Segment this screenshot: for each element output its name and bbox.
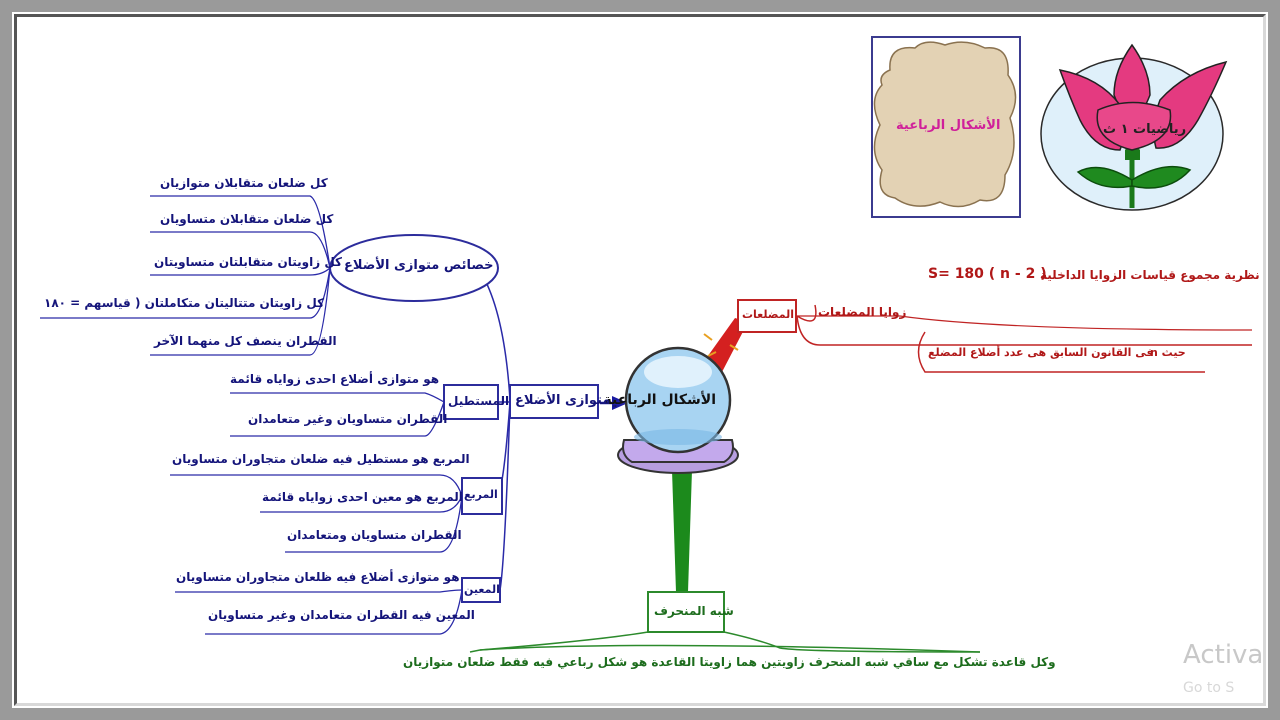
where-prefix: حيث n xyxy=(1150,346,1186,359)
where-text: فى القانون السابق هى عدد أضلاع المضلع xyxy=(928,346,1154,359)
polygon-angles-label: زوايا المضلعات xyxy=(818,305,907,319)
theorem-text: نظرية مجموع قياسات الزوايا الداخلية xyxy=(1040,268,1260,282)
rectangle-node-box xyxy=(443,384,499,420)
polygons-node-box xyxy=(737,299,797,333)
rhombus-node-box xyxy=(461,577,501,603)
rhombus-item-1: هو متوازى أضلاع فيه ظلعان متجاوران متساو… xyxy=(176,570,460,584)
cloud-shape xyxy=(873,41,1017,208)
square-item-2: المربع هو معين احدى زواياه قائمة xyxy=(262,490,463,504)
activate-watermark: Activa xyxy=(1183,640,1264,670)
trapezoid-node-box xyxy=(647,591,725,633)
properties-label: خصائص متوازى الأضلاع xyxy=(344,258,494,273)
red-sparks xyxy=(703,333,739,357)
property-item-5: القطران ينصف كل منهما الآخر xyxy=(154,334,337,348)
square-item-3: القطران متساويان ومتعامدان xyxy=(287,528,462,542)
property-item-3: كل زاويتان متقابلتان متساويتان xyxy=(154,255,343,269)
center-title: الأشكال الرباعية xyxy=(603,392,716,408)
rhombus-label: المعين xyxy=(464,583,500,596)
activate-watermark-sub: Go to S xyxy=(1183,680,1235,696)
crystal-ball-icon xyxy=(617,346,739,474)
red-connector-2 xyxy=(796,315,1252,346)
property-item-1: كل ضلعان متقابلان متوازيان xyxy=(160,176,328,190)
red-connector-3 xyxy=(797,315,1253,331)
rectangle-label: المستطيل xyxy=(448,394,510,408)
trapezoid-definition: وكل قاعدة تشكل مع ساقي شبه المنحرف زاويت… xyxy=(403,655,1056,669)
rhombus-item-2: المعين فيه القطران متعامدان وغير متساويا… xyxy=(208,608,475,622)
trapezoid-label: شبه المنحرف xyxy=(654,604,734,618)
flower-icon xyxy=(1040,43,1228,211)
polygons-label: المضلعات xyxy=(742,308,794,321)
green-stem xyxy=(672,470,692,592)
parallelogram-label: متوازى الأضلاع xyxy=(515,393,611,408)
rectangle-item-2: القطران متساويان وغير متعامدان xyxy=(248,412,448,426)
square-label: المربع xyxy=(464,488,498,501)
property-item-2: كل ضلعان متقابلان متساويان xyxy=(160,212,334,226)
flower-text: رياضيات ١ ث xyxy=(1103,122,1187,137)
square-item-1: المربع هو مستطيل فيه ضلعان متجاوران متسا… xyxy=(172,452,470,466)
property-item-4: كل زاويتان متتاليتان متكاملتان ( قياسهم … xyxy=(44,296,325,310)
rectangle-item-1: هو متوازى أضلاع احدى زواياه قائمة xyxy=(230,372,440,386)
cloud-text: الأشكال الرباعية xyxy=(896,118,1001,133)
red-connector-1 xyxy=(796,304,817,322)
red-bracket xyxy=(917,331,1205,373)
parallelogram-node-box xyxy=(509,384,599,419)
theorem-formula: S= 180 ( n - 2 ) xyxy=(928,266,1047,282)
